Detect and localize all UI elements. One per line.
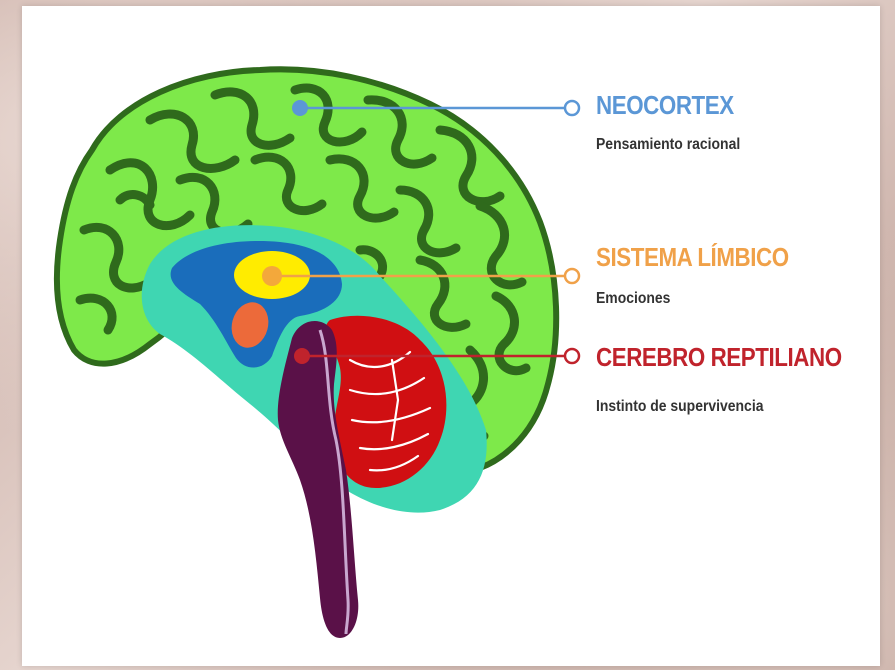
brainstem-highlight xyxy=(318,329,350,635)
brainstem-region xyxy=(277,320,359,638)
limbic-subtitle: Emociones xyxy=(596,290,671,307)
reptilian-subtitle: Instinto de supervivencia xyxy=(596,398,764,415)
limbic-connector xyxy=(262,266,581,286)
neocortex-subtitle: Pensamiento racional xyxy=(596,136,741,153)
limbic-title: SISTEMA LÍMBICO xyxy=(596,242,789,272)
limbic-salmon-nucleus xyxy=(231,302,269,348)
neocortex-connector xyxy=(292,99,581,117)
reptilian-connector xyxy=(294,347,581,365)
neocortex-title: NEOCORTEX xyxy=(596,90,734,120)
cerebellum-region xyxy=(325,315,447,488)
reptilian-title: CEREBRO REPTILIANO xyxy=(596,342,842,372)
